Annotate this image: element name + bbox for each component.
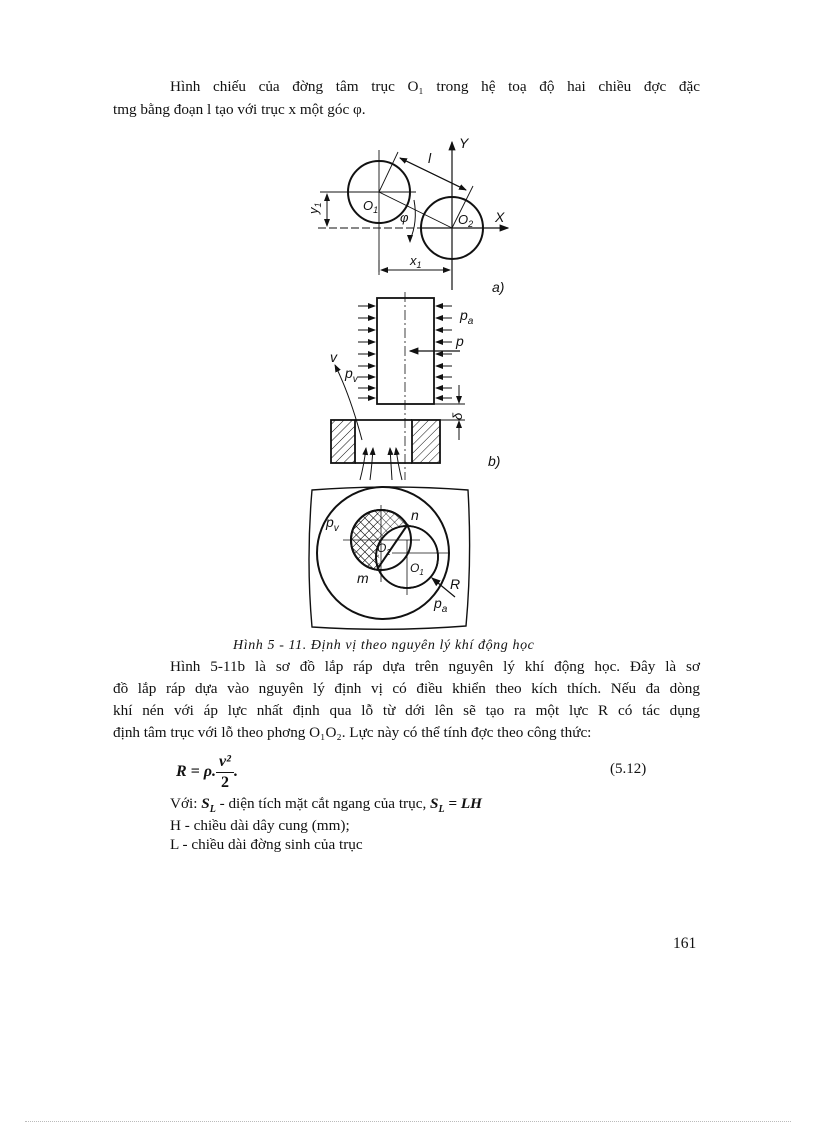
paragraph-2-line-2: đồ lắp ráp dựa vào nguyên lý định vị có … (113, 680, 700, 697)
sl-subscript: L (209, 804, 216, 816)
label-y-axis: Y (459, 135, 470, 151)
figure-part-c (308, 486, 471, 630)
svg-text:φ: φ (400, 210, 409, 225)
figure-part-b (330, 292, 465, 481)
svg-text:O1: O1 (363, 198, 378, 215)
svg-text:m: m (357, 570, 369, 586)
svg-text:p: p (455, 333, 464, 349)
svg-text:y1: y1 (306, 202, 323, 215)
sl-letter-2: S (430, 795, 439, 812)
svg-text:pv: pv (344, 365, 359, 385)
equation-number: (5.12) (610, 761, 647, 777)
sl-symbol: SL (201, 795, 216, 816)
svg-text:R: R (450, 576, 460, 592)
label-x-axis: X (494, 209, 505, 225)
sl-subscript-2: L (438, 804, 445, 816)
sl-equation: = LH (444, 795, 482, 812)
svg-text:pa: pa (433, 595, 448, 615)
paragraph-2-line-1: Hình 5-11b là sơ đồ lắp ráp dựa trên ngu… (170, 658, 700, 675)
figure-part-a (318, 140, 510, 290)
svg-text:pv: pv (325, 514, 340, 534)
svg-text:l: l (428, 150, 432, 166)
svg-text:v: v (330, 349, 338, 365)
formula-tail: . (233, 763, 238, 781)
svg-text:x1: x1 (409, 253, 422, 270)
paragraph-1-line-1: Hình chiếu của đờng tâm trục O₁ trong hệ… (170, 78, 700, 95)
paragraph-2-line-3: khí nén với áp lực nhất định qua lỗ từ d… (113, 702, 700, 719)
label-part-a: a) (492, 279, 504, 295)
sl-equation-symbol: SL = LH (430, 795, 482, 816)
definition-h: H - chiều dài dây cung (mm); (170, 817, 350, 834)
svg-text:δ: δ (450, 412, 465, 420)
with-label: Với: (170, 795, 202, 812)
formula-lhs: R = ρ. (176, 763, 217, 781)
figure-5-11: Y X O1 O2 l φ y1 x1 a) (306, 135, 510, 630)
paragraph-2-line-4: định tâm trục với lỗ theo phơng O₁O₂. Lự… (113, 724, 592, 741)
paragraph-1-line-2: tmg bằng đoạn l tạo với trục x một góc φ… (113, 101, 366, 118)
page-number: 161 (673, 935, 697, 952)
sl-description: - diện tích mặt cắt ngang của trục, (215, 795, 431, 812)
definition-sl: Với: SL - diện tích mặt cắt ngang của tr… (170, 795, 482, 819)
label-part-b: b) (488, 453, 500, 469)
svg-text:O2: O2 (458, 212, 473, 229)
svg-text:pa: pa (459, 307, 474, 327)
svg-text:n: n (411, 507, 419, 523)
page-bottom-dotted-rule (25, 1121, 791, 1122)
sl-letter: S (201, 795, 210, 812)
definition-l: L - chiều dài đờng sinh của trục (170, 836, 363, 853)
figure-caption: Hình 5 - 11. Định vị theo nguyên lý khí … (233, 638, 535, 653)
formula-denominator: 2 (220, 774, 229, 791)
formula-numerator: v² (216, 752, 234, 773)
